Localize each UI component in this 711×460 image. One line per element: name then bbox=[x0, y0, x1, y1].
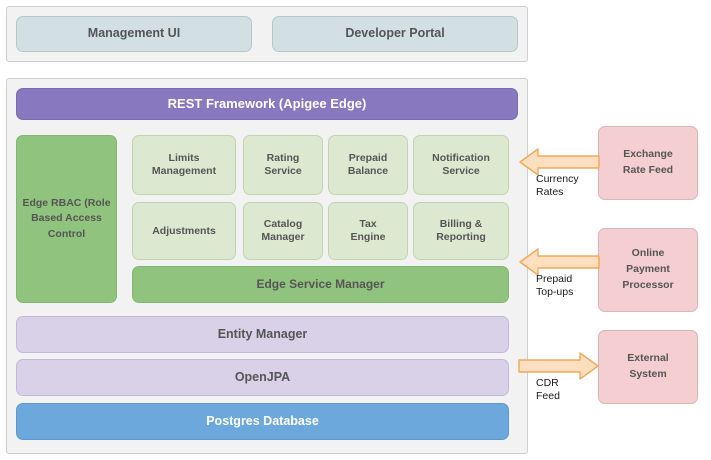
client-box-developer-portal[interactable]: Developer Portal bbox=[272, 16, 518, 52]
arrow-label-cdr-feed: CDR Feed bbox=[536, 377, 560, 403]
arrow-currency-rates-icon bbox=[519, 148, 600, 176]
client-box-management-ui[interactable]: Management UI bbox=[16, 16, 252, 52]
edge-service-manager-bar[interactable]: Edge Service Manager bbox=[132, 266, 509, 303]
openjpa-bar[interactable]: OpenJPA bbox=[16, 359, 509, 396]
arrow-cdr-feed-icon bbox=[518, 352, 599, 380]
service-box-billing-reporting[interactable]: Billing & Reporting bbox=[413, 202, 509, 260]
service-box-adjustments[interactable]: Adjustments bbox=[132, 202, 236, 260]
external-box-exchange-rate-feed[interactable]: Exchange Rate Feed bbox=[598, 126, 698, 200]
service-box-limits-management[interactable]: Limits Management bbox=[132, 135, 236, 195]
service-box-rating-service[interactable]: Rating Service bbox=[243, 135, 323, 195]
service-box-catalog-manager[interactable]: Catalog Manager bbox=[243, 202, 323, 260]
arrow-label-currency-rates: Currency Rates bbox=[536, 173, 579, 199]
service-box-prepaid-balance[interactable]: Prepaid Balance bbox=[328, 135, 408, 195]
service-box-tax-engine[interactable]: Tax Engine bbox=[328, 202, 408, 260]
entity-manager-bar[interactable]: Entity Manager bbox=[16, 316, 509, 353]
external-box-online-payment-processor[interactable]: Online Payment Processor bbox=[598, 228, 698, 312]
service-box-notification-service[interactable]: Notification Service bbox=[413, 135, 509, 195]
postgres-database-bar[interactable]: Postgres Database bbox=[16, 403, 509, 440]
arrow-prepaid-topups-icon bbox=[519, 248, 600, 276]
external-box-external-system[interactable]: External System bbox=[598, 330, 698, 404]
arrow-label-prepaid-topups: Prepaid Top-ups bbox=[536, 273, 574, 299]
edge-rbac-box[interactable]: Edge RBAC (Role Based Access Control bbox=[16, 135, 117, 303]
rest-framework-bar[interactable]: REST Framework (Apigee Edge) bbox=[16, 88, 518, 120]
